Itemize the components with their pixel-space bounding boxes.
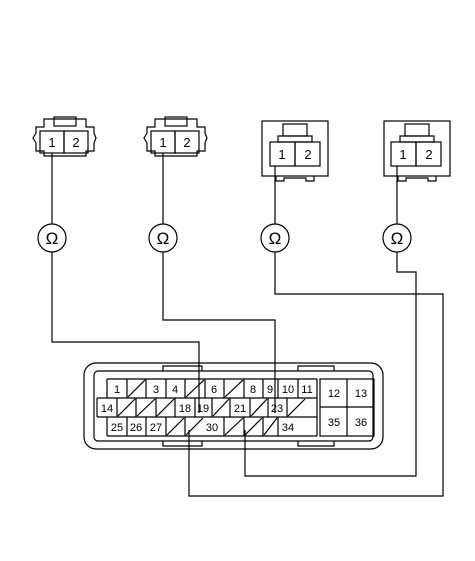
ecm-pin: 14	[101, 403, 113, 415]
ohm-symbol-4: Ω	[391, 229, 404, 248]
ecm-pin: 9	[267, 384, 273, 396]
ohm-symbol-2: Ω	[157, 229, 170, 248]
connector-2	[143, 116, 208, 157]
connector-3-pin-2: 2	[304, 147, 311, 162]
ecm-pin: 27	[150, 422, 162, 434]
wire-2b	[162, 252, 276, 413]
ecm-pin: 21	[234, 403, 246, 415]
ecm-pin: 13	[355, 388, 367, 400]
ecm-pin: 6	[211, 384, 217, 396]
connector-1	[32, 116, 97, 157]
ecm-pin: 25	[111, 422, 123, 434]
ecm-right-block	[319, 378, 375, 437]
ecm-pin: 1	[114, 384, 120, 396]
wires	[51, 153, 444, 497]
connector-4-pin-1: 1	[399, 147, 406, 162]
ohm-symbol-3: Ω	[269, 229, 282, 248]
connector-3-pin-1: 1	[278, 147, 285, 162]
ecm-pin: 36	[355, 417, 367, 429]
ecm-pin: 30	[206, 422, 218, 434]
connector-2-pin-2: 2	[183, 135, 190, 150]
ecm-pin: 10	[282, 384, 294, 396]
ecm-pin: 3	[153, 384, 159, 396]
connector-3	[261, 120, 329, 182]
wire-1b	[51, 252, 200, 413]
connector-1-pin-2: 2	[72, 135, 79, 150]
ecm-pin: 34	[282, 422, 294, 434]
ecm-pin: 8	[250, 384, 256, 396]
ecm-pin: 23	[271, 403, 283, 415]
ecm-row-2	[96, 397, 318, 418]
ecm-row-3	[106, 417, 318, 437]
ohm-symbol-1: Ω	[46, 229, 59, 248]
ecm-pin: 4	[172, 384, 178, 396]
connector-4-pin-2: 2	[425, 147, 432, 162]
ecm-connector	[83, 362, 384, 450]
ecm-pin: 11	[301, 384, 312, 396]
connector-4	[383, 120, 451, 182]
ecm-pin: 12	[328, 388, 340, 400]
wire-3b	[188, 252, 444, 497]
wire-4b	[244, 252, 417, 477]
connector-2-pin-1: 1	[159, 135, 166, 150]
ecm-pin: 18	[179, 403, 191, 415]
ecm-pin: 26	[130, 422, 142, 434]
ecm-pin: 19	[197, 403, 209, 415]
connector-1-pin-1: 1	[48, 135, 55, 150]
ecm-pin: 35	[328, 417, 340, 429]
